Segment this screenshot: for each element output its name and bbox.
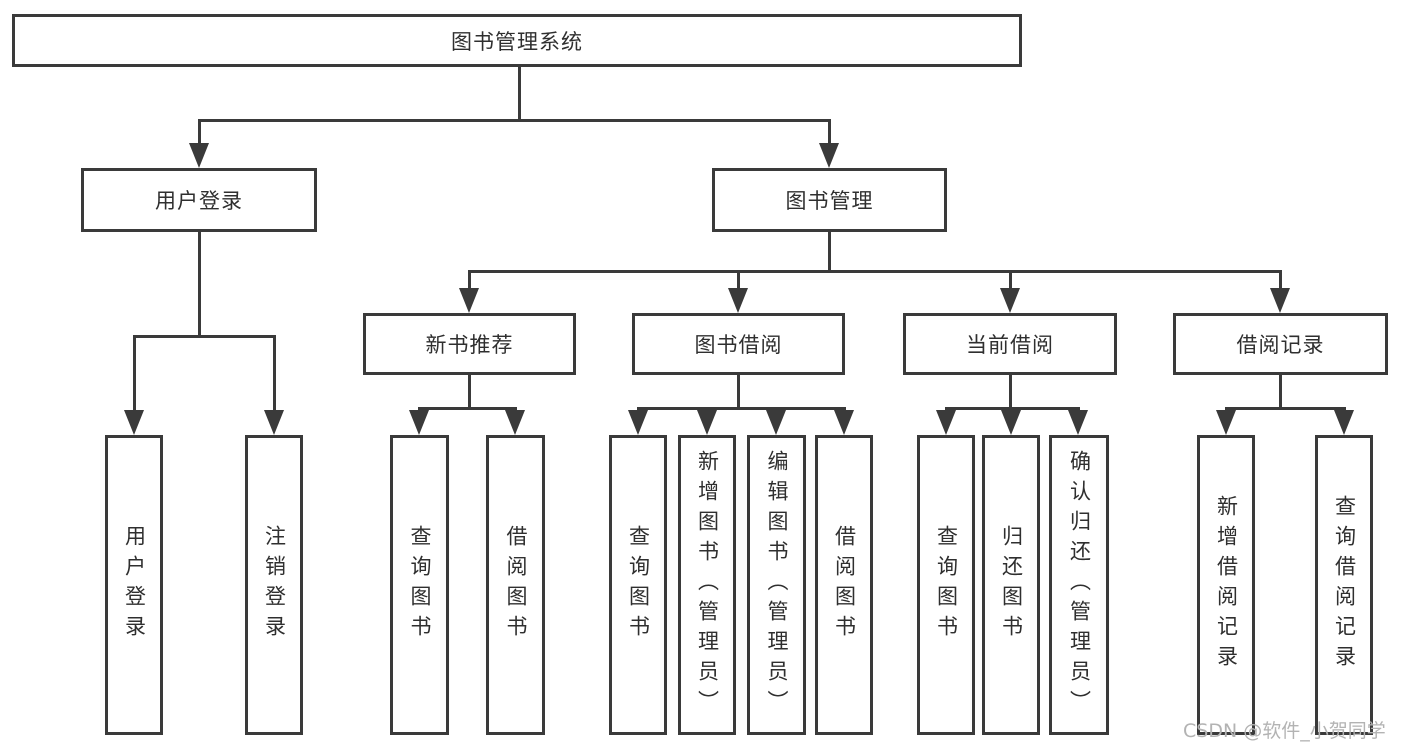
connector-line	[273, 335, 276, 413]
leaf-br-query-record-label: 查询借阅记录	[1332, 495, 1357, 675]
connector-line	[468, 270, 1282, 273]
leaf-bb-borrow-books: 借阅图书	[815, 435, 873, 735]
node-current-borrow-label: 当前借阅	[966, 333, 1054, 357]
arrow-down-icon	[936, 410, 956, 435]
arrow-down-icon	[264, 410, 284, 435]
connector-line	[828, 119, 831, 149]
leaf-bb-edit-books-admin: 编辑图书（管理员）	[747, 435, 806, 735]
node-user-login-label: 用户登录	[155, 189, 243, 213]
node-new-book-recommend: 新书推荐	[363, 313, 576, 375]
arrow-down-icon	[628, 410, 648, 435]
arrow-down-icon	[505, 410, 525, 435]
arrow-down-icon	[1001, 410, 1021, 435]
leaf-cb-confirm-return-admin-label: 确认归还（管理员）	[1067, 450, 1092, 720]
leaf-bb-add-books-admin-label: 新增图书（管理员）	[695, 450, 720, 720]
connector-line	[1225, 407, 1346, 410]
arrow-down-icon	[459, 288, 479, 313]
leaf-bb-borrow-books-label: 借阅图书	[832, 525, 857, 645]
leaf-cb-return-books-label: 归还图书	[999, 525, 1024, 645]
leaf-nbr-borrow-books-label: 借阅图书	[504, 525, 528, 645]
connector-line	[418, 407, 517, 410]
leaf-user-login-label: 用户登录	[122, 525, 147, 645]
leaf-logout-label: 注销登录	[262, 525, 287, 645]
node-borrow-records: 借阅记录	[1173, 313, 1388, 375]
connector-line	[133, 335, 136, 413]
leaf-cb-return-books: 归还图书	[982, 435, 1040, 735]
leaf-bb-edit-books-admin-label: 编辑图书（管理员）	[765, 450, 789, 720]
connector-line	[133, 335, 276, 338]
connector-line	[198, 119, 201, 149]
arrow-down-icon	[1270, 288, 1290, 313]
leaf-logout: 注销登录	[245, 435, 303, 735]
connector-line	[737, 270, 740, 292]
connector-line	[1279, 375, 1282, 409]
node-current-borrow: 当前借阅	[903, 313, 1117, 375]
leaf-br-add-record-label: 新增借阅记录	[1214, 495, 1239, 675]
leaf-user-login: 用户登录	[105, 435, 163, 735]
leaf-br-add-record: 新增借阅记录	[1197, 435, 1255, 735]
connector-line	[737, 375, 740, 409]
arrow-down-icon	[834, 410, 854, 435]
arrow-down-icon	[189, 143, 209, 168]
connector-line	[637, 407, 846, 410]
arrow-down-icon	[124, 410, 144, 435]
connector-line	[518, 67, 521, 119]
connector-line	[1009, 270, 1012, 292]
node-root: 图书管理系统	[12, 14, 1022, 67]
node-borrow-records-label: 借阅记录	[1236, 333, 1325, 357]
connector-line	[468, 270, 471, 292]
connector-line	[1279, 270, 1282, 292]
csdn-watermark: CSDN @软件_小贺同学	[1183, 720, 1386, 742]
connector-line	[468, 375, 471, 409]
node-book-management: 图书管理	[712, 168, 947, 232]
leaf-nbr-query-books-label: 查询图书	[408, 525, 432, 645]
arrow-down-icon	[1068, 410, 1088, 435]
connector-line	[198, 119, 831, 122]
connector-line	[198, 232, 201, 335]
leaf-nbr-query-books: 查询图书	[390, 435, 449, 735]
node-book-borrow: 图书借阅	[632, 313, 845, 375]
node-new-book-recommend-label: 新书推荐	[425, 333, 514, 357]
arrow-down-icon	[1216, 410, 1236, 435]
leaf-br-query-record: 查询借阅记录	[1315, 435, 1373, 735]
node-root-label: 图书管理系统	[451, 29, 583, 54]
arrow-down-icon	[1334, 410, 1354, 435]
connector-line	[1009, 375, 1012, 409]
arrow-down-icon	[728, 288, 748, 313]
leaf-bb-query-books: 查询图书	[609, 435, 667, 735]
leaf-cb-query-books: 查询图书	[917, 435, 975, 735]
leaf-cb-query-books-label: 查询图书	[934, 525, 959, 645]
arrow-down-icon	[697, 410, 717, 435]
connector-line	[945, 407, 1080, 410]
arrow-down-icon	[819, 143, 839, 168]
node-book-borrow-label: 图书借阅	[694, 333, 783, 357]
node-book-management-label: 图书管理	[785, 189, 874, 213]
arrow-down-icon	[766, 410, 786, 435]
arrow-down-icon	[1000, 288, 1020, 313]
connector-line	[828, 232, 831, 270]
node-user-login: 用户登录	[81, 168, 317, 232]
leaf-bb-query-books-label: 查询图书	[626, 525, 651, 645]
leaf-cb-confirm-return-admin: 确认归还（管理员）	[1049, 435, 1109, 735]
arrow-down-icon	[409, 410, 429, 435]
leaf-bb-add-books-admin: 新增图书（管理员）	[678, 435, 736, 735]
leaf-nbr-borrow-books: 借阅图书	[486, 435, 545, 735]
